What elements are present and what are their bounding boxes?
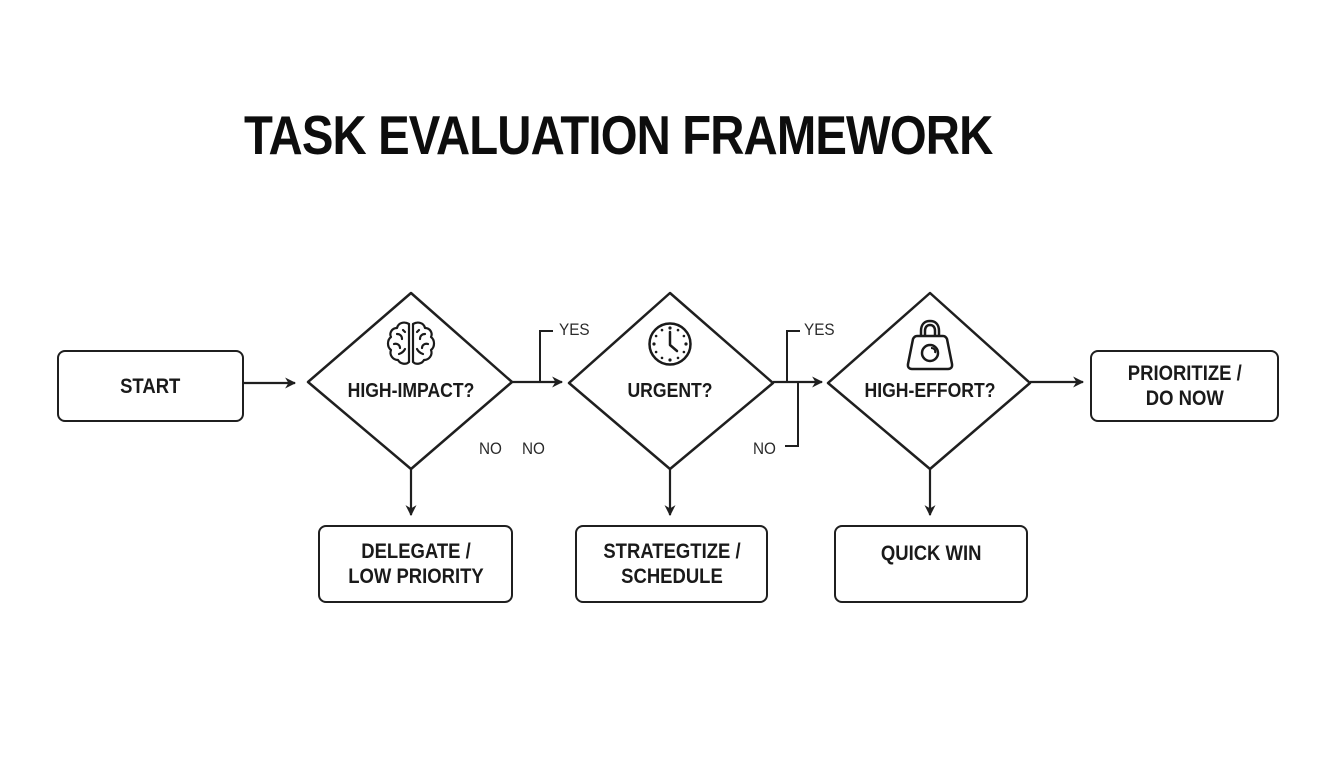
- yes-label-1: YES: [559, 320, 590, 339]
- no-label-3: NO: [753, 439, 776, 458]
- prioritize-node: PRIORITIZE / DO NOW: [1090, 350, 1279, 422]
- yes-bracket-1: [539, 330, 553, 382]
- strategize-node: STRATEGTIZE / SCHEDULE: [575, 525, 768, 603]
- delegate-label: DELEGATE / LOW PRIORITY: [347, 540, 484, 588]
- prioritize-label: PRIORITIZE / DO NOW: [1127, 362, 1242, 410]
- urgent-label: URGENT?: [627, 380, 713, 402]
- kettlebell-icon: [906, 319, 954, 371]
- high-impact-label: HIGH-IMPACT?: [347, 380, 475, 402]
- start-node: START: [57, 350, 244, 422]
- high-effort-label: HIGH-EFFORT?: [864, 380, 996, 402]
- quick-win-node: QUICK WIN: [834, 525, 1028, 603]
- clock-icon: [648, 322, 692, 366]
- no-label-1: NO: [479, 439, 502, 458]
- quick-win-label: QUICK WIN: [880, 542, 982, 565]
- no-label-2: NO: [522, 439, 545, 458]
- strategize-label: STRATEGTIZE / SCHEDULE: [602, 540, 741, 588]
- yes-bracket-2: [786, 330, 800, 382]
- delegate-node: DELEGATE / LOW PRIORITY: [318, 525, 513, 603]
- yes-label-2: YES: [804, 320, 835, 339]
- brain-icon: [386, 321, 436, 365]
- start-label: START: [120, 374, 181, 398]
- no-bracket: [785, 382, 799, 447]
- diagram-title: TASK EVALUATION FRAMEWORK: [244, 104, 993, 166]
